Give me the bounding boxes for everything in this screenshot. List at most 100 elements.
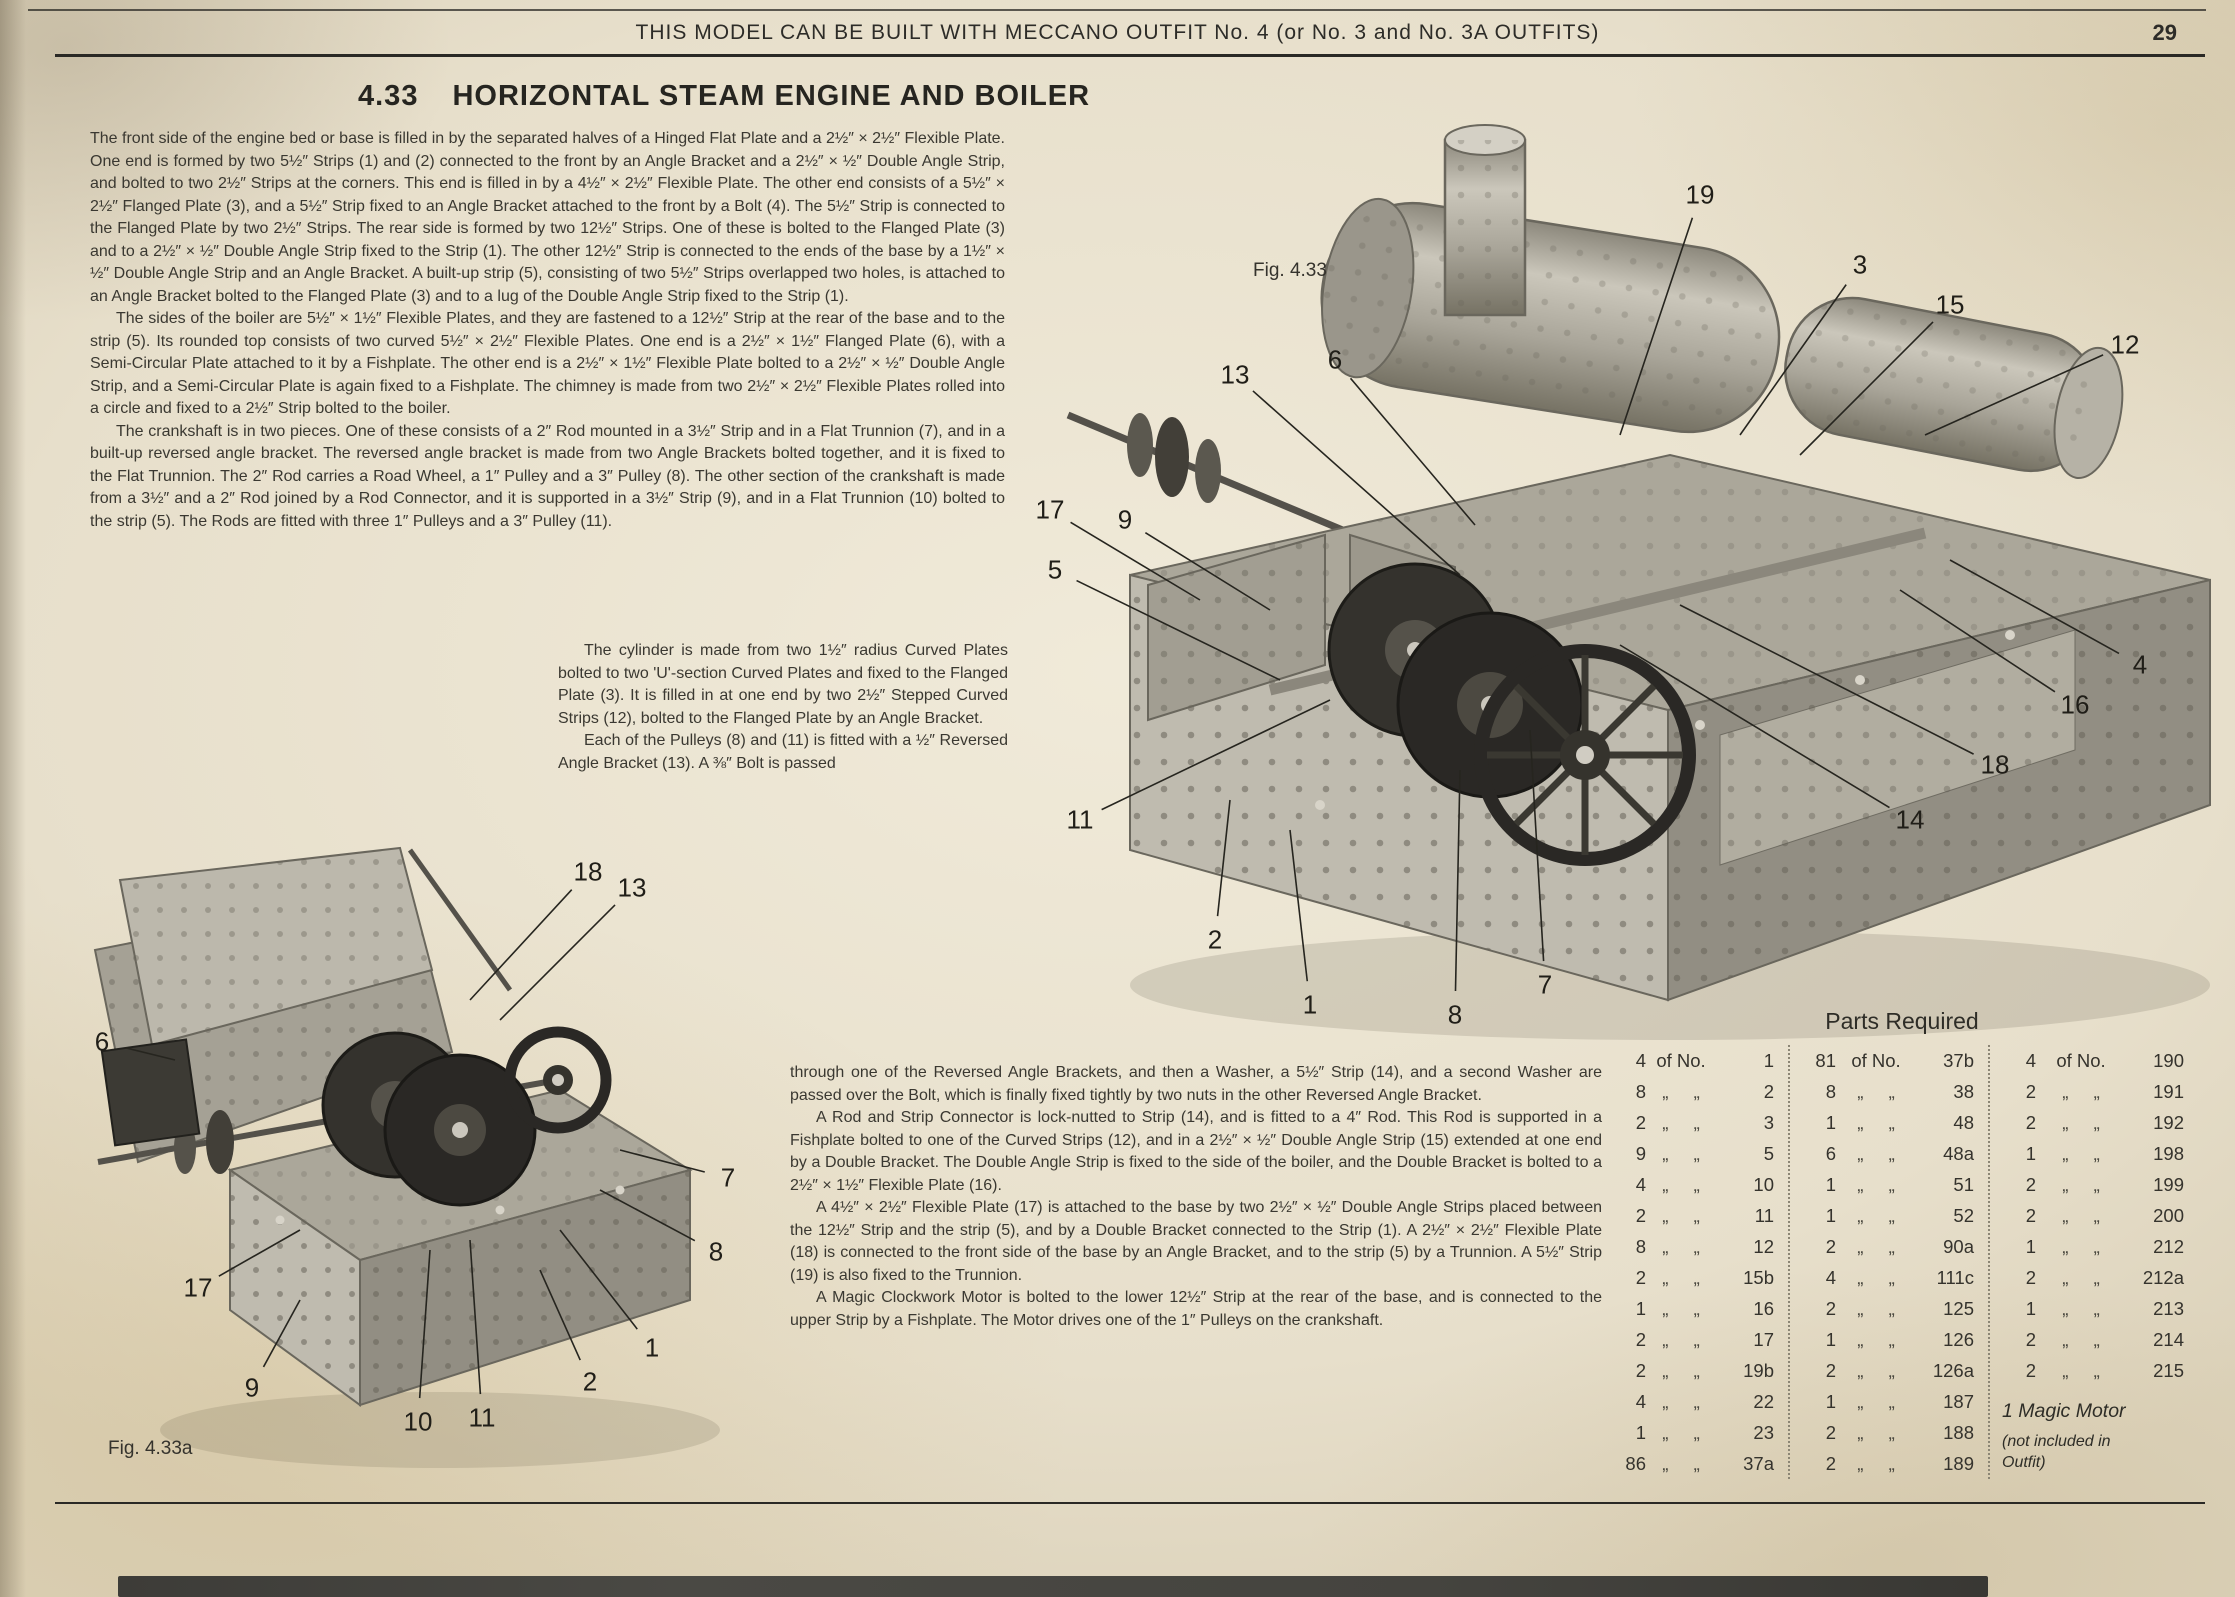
parts-row: 2„ „126a bbox=[1800, 1355, 1978, 1386]
parts-row: 1„ „23 bbox=[1610, 1417, 1778, 1448]
parts-qty: 1 bbox=[2025, 1297, 2036, 1319]
magic-motor-sub: Outfit) bbox=[2002, 1454, 2046, 1471]
parts-row: 8 „ „ 12 bbox=[1610, 1231, 1778, 1262]
parts-ditto: „ „ bbox=[1662, 1266, 1710, 1288]
figure-callout-18: 18 bbox=[573, 856, 603, 887]
figure-callout-9: 9 bbox=[244, 1372, 260, 1403]
parts-row: 1„ „16 bbox=[1610, 1293, 1778, 1324]
figure-callout-5: 5 bbox=[1047, 554, 1063, 585]
parts-qty: 8 bbox=[1825, 1080, 1836, 1102]
parts-row: 2„ „189 bbox=[1800, 1448, 1978, 1479]
parts-number: 126a bbox=[1932, 1359, 1974, 1381]
parts-qty: 2 bbox=[1635, 1328, 1646, 1350]
parts-number: 23 bbox=[1753, 1421, 1774, 1443]
parts-number: 213 bbox=[2153, 1297, 2184, 1319]
parts-qty: 2 bbox=[1825, 1235, 1836, 1257]
parts-qty: 2 bbox=[2025, 1080, 2036, 1102]
parts-ditto: „ „ bbox=[1662, 1235, 1710, 1257]
parts-qty: 4 bbox=[1635, 1390, 1646, 1412]
parts-row: 2„ „17 bbox=[1610, 1324, 1778, 1355]
parts-qty: 2 bbox=[2025, 1111, 2036, 1133]
section-title-text: HORIZONTAL STEAM ENGINE AND BOILER bbox=[452, 80, 1091, 112]
figure-callout-8: 8 bbox=[1447, 999, 1463, 1030]
parts-qty: 4 bbox=[1635, 1173, 1646, 1195]
paragraph: The cylinder is made from two 1½″ radius… bbox=[558, 642, 1008, 727]
parts-row: 9„ „5 bbox=[1610, 1138, 1778, 1169]
parts-row: 8 „ „ 38 bbox=[1800, 1076, 1978, 1107]
parts-required-heading: Parts Required bbox=[1825, 1008, 1979, 1034]
parts-row: 4„ „10 bbox=[1610, 1169, 1778, 1200]
parts-row: 2„ „188 bbox=[1800, 1417, 1978, 1448]
parts-ditto: „ „ bbox=[1857, 1080, 1905, 1102]
parts-number: 12 bbox=[1753, 1235, 1774, 1257]
parts-number: 51 bbox=[1953, 1173, 1974, 1195]
page-number: 29 bbox=[2152, 20, 2177, 45]
parts-ditto: „ „ bbox=[1857, 1173, 1905, 1195]
parts-ditto: of No. bbox=[1851, 1049, 1901, 1071]
parts-number: 191 bbox=[2153, 1080, 2184, 1102]
figure-callout-8: 8 bbox=[708, 1236, 724, 1267]
parts-ditto: „ „ bbox=[2062, 1142, 2110, 1164]
parts-row: 2„ „214 bbox=[2000, 1324, 2188, 1355]
parts-qty: 2 bbox=[1635, 1111, 1646, 1133]
figure-callout-19: 19 bbox=[1685, 179, 1715, 210]
page-edge-shadow bbox=[0, 0, 26, 1597]
figure-callout-2: 2 bbox=[582, 1366, 598, 1397]
figure-label: Fig. 4.33 bbox=[1253, 260, 1327, 281]
parts-row: 1„ „52 bbox=[1800, 1200, 1978, 1231]
parts-row: 1„ „187 bbox=[1800, 1386, 1978, 1417]
parts-ditto: „ „ bbox=[1662, 1421, 1710, 1443]
parts-number: 48a bbox=[1943, 1142, 1974, 1164]
parts-qty: 1 bbox=[1825, 1328, 1836, 1350]
figure-label: Fig. 4.33a bbox=[108, 1438, 193, 1459]
parts-ditto: „ „ bbox=[2062, 1173, 2110, 1195]
parts-row: 86„ „37a bbox=[1610, 1448, 1778, 1479]
figure-callout-7: 7 bbox=[720, 1162, 736, 1193]
parts-qty: 2 bbox=[2025, 1328, 2036, 1350]
parts-row: 1„ „212 bbox=[2000, 1231, 2188, 1262]
page-top-edge bbox=[28, 9, 2206, 11]
parts-number: 2 bbox=[1763, 1080, 1774, 1102]
parts-qty: 8 bbox=[1635, 1080, 1646, 1102]
parts-qty: 2 bbox=[2025, 1359, 2036, 1381]
parts-number: 37b bbox=[1943, 1049, 1974, 1071]
scan-edge-band bbox=[118, 1576, 1988, 1597]
steam-engine-illustration bbox=[1066, 124, 2211, 1040]
section-number: 4.33 bbox=[358, 80, 419, 112]
paragraph: The front side of the engine bed or base… bbox=[90, 130, 1005, 305]
parts-number: 15b bbox=[1743, 1266, 1774, 1288]
parts-row: 2„ „19b bbox=[1610, 1355, 1778, 1386]
figure-callout-4: 4 bbox=[2132, 649, 2148, 680]
parts-ditto: „ „ bbox=[1662, 1297, 1710, 1319]
parts-row: 2„ „200 bbox=[2000, 1200, 2188, 1231]
parts-qty: 1 bbox=[1635, 1297, 1646, 1319]
parts-ditto: „ „ bbox=[1857, 1390, 1905, 1412]
parts-ditto: „ „ bbox=[2062, 1328, 2110, 1350]
parts-number: 187 bbox=[1943, 1390, 1974, 1412]
parts-qty: 1 bbox=[1825, 1111, 1836, 1133]
parts-row: 2„ „215 bbox=[2000, 1355, 2188, 1386]
parts-number: 189 bbox=[1943, 1452, 1974, 1474]
parts-ditto: „ „ bbox=[1857, 1359, 1905, 1381]
parts-qty: 2 bbox=[1825, 1421, 1836, 1443]
steam-engine-illustration-alt bbox=[93, 846, 720, 1468]
parts-qty: 2 bbox=[2025, 1266, 2036, 1288]
figure-callout-12: 12 bbox=[2110, 329, 2140, 360]
header-rule bbox=[55, 54, 2205, 57]
parts-number: 111c bbox=[1936, 1266, 1974, 1288]
parts-qty: 8 bbox=[1635, 1235, 1646, 1257]
parts-ditto: of No. bbox=[1656, 1049, 1706, 1071]
parts-number: 48 bbox=[1953, 1111, 1974, 1133]
parts-qty: 1 bbox=[2025, 1235, 2036, 1257]
parts-ditto: „ „ bbox=[1662, 1111, 1710, 1133]
figure-callout-9: 9 bbox=[1117, 504, 1133, 535]
parts-number: 38 bbox=[1953, 1080, 1974, 1102]
parts-number: 188 bbox=[1943, 1421, 1974, 1443]
parts-ditto: „ „ bbox=[1857, 1266, 1905, 1288]
parts-ditto: „ „ bbox=[1662, 1328, 1710, 1350]
magic-motor-sub: (not included in bbox=[2002, 1433, 2111, 1450]
